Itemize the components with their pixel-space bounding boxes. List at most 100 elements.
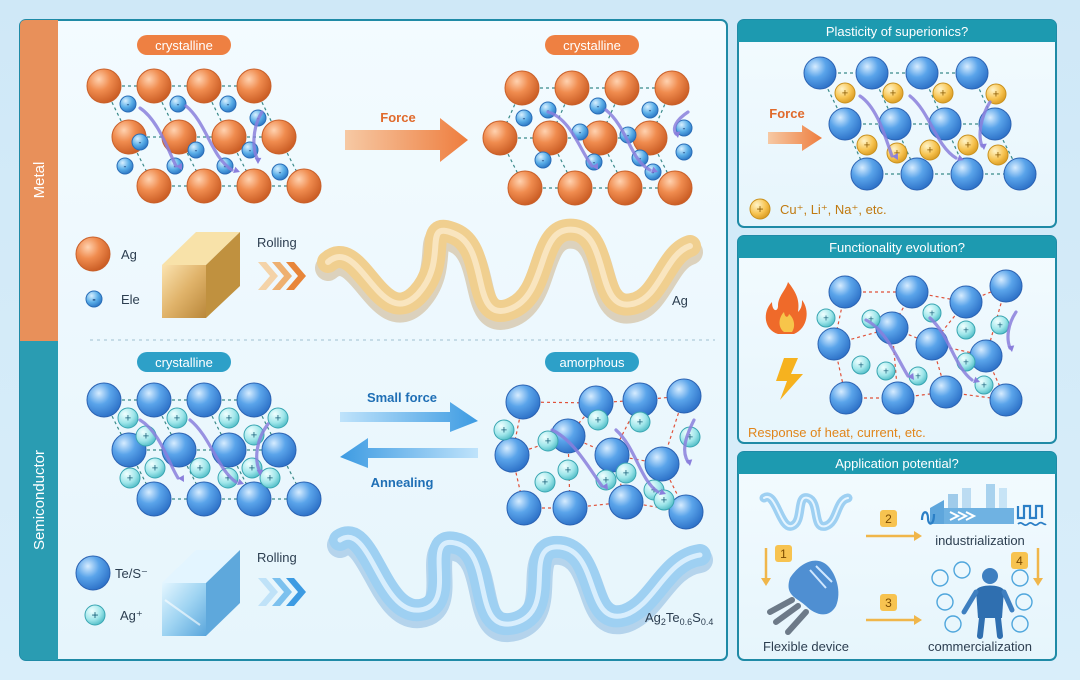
superionic-ion-sign: + — [993, 89, 999, 101]
ag-cation-sign: + — [267, 473, 273, 485]
commercialization-icon — [931, 561, 1033, 639]
ion-flow-arrow — [683, 418, 696, 464]
metal-atom — [186, 68, 222, 104]
electron-sign: - — [127, 100, 130, 110]
superionic-anion — [955, 56, 989, 90]
ion-flow-arrow — [858, 94, 894, 158]
ag-cation-sign: + — [637, 417, 643, 429]
electron — [119, 95, 137, 113]
ion-flow-arrowhead — [592, 163, 598, 170]
ag-cation — [259, 467, 281, 489]
ag-cation-sign: + — [251, 430, 257, 442]
ag-cation — [119, 467, 141, 489]
ag-cation-sign: + — [595, 415, 601, 427]
electron-sign: - — [542, 156, 545, 166]
flame-icon — [765, 282, 807, 334]
app-arrow-3 — [866, 615, 922, 625]
electron — [116, 157, 134, 175]
functional-cation-sign: + — [929, 309, 935, 320]
functional-anion — [895, 275, 929, 309]
ion-flow-arrow — [252, 110, 264, 162]
ag-cation — [493, 419, 515, 441]
metal-atom — [211, 119, 247, 155]
superionic-anion — [905, 56, 939, 90]
ag-cation — [653, 489, 675, 511]
ion-flow-arrow — [550, 428, 604, 488]
functionality-lattice: ++++++++++ — [816, 269, 1023, 417]
small-force-label: Small force — [367, 390, 437, 405]
ag-cation — [629, 411, 651, 433]
electron — [131, 133, 149, 151]
bond-line — [611, 399, 641, 456]
ag-cation — [189, 457, 211, 479]
ion-flow-arrowhead — [973, 376, 980, 384]
semi-anion — [506, 490, 542, 526]
ag-cation — [144, 457, 166, 479]
ion-flow-arrow — [604, 108, 652, 172]
electron-sign: - — [177, 100, 180, 110]
ag-cation — [537, 430, 559, 452]
superionic-anion — [828, 107, 862, 141]
superionic-ion — [957, 134, 979, 156]
functional-anion — [817, 327, 851, 361]
rolling-chevrons-blue — [258, 578, 306, 606]
semi-anion — [261, 432, 297, 468]
ion-flow-arrow — [188, 418, 238, 484]
metal-atom — [236, 68, 272, 104]
electron-sign: - — [249, 146, 252, 156]
functional-cation — [861, 309, 881, 329]
ion-flow-arrow — [184, 104, 234, 172]
electron — [271, 163, 289, 181]
legend-ag-atom — [75, 236, 111, 272]
ag-cation — [117, 407, 139, 429]
semi-anion — [494, 437, 530, 473]
ag-cation-sign: + — [603, 475, 609, 487]
svg-text:Ag2Te0.6S0.4: Ag2Te0.6S0.4 — [645, 610, 713, 627]
electron-sign: - — [639, 154, 642, 164]
lightning-icon — [776, 358, 803, 400]
app-arrow-4 — [1033, 548, 1043, 586]
semi-anion — [505, 384, 541, 420]
electron-sign: - — [649, 106, 652, 116]
svg-text:4: 4 — [1016, 554, 1023, 568]
metal-before-pill: crystalline — [137, 35, 231, 55]
electron-sign: - — [195, 146, 198, 156]
ion-flow-arrowhead — [601, 483, 608, 490]
metal-rolling-label: Rolling — [257, 235, 297, 250]
ag-cation-sign: + — [143, 431, 149, 443]
force-arrow: Force — [345, 110, 468, 162]
legend-cation — [84, 604, 106, 626]
metal-legend: Ag - Ele — [75, 236, 140, 308]
semi-rolling-label: Rolling — [257, 550, 297, 565]
blue-ribbon — [327, 526, 713, 643]
app-arrow-2 — [866, 531, 922, 541]
metal-crystalline-lattice: ----------- — [86, 68, 322, 204]
ag-cation-sign: + — [661, 495, 667, 507]
semi-anion — [211, 432, 247, 468]
semi-anion — [236, 481, 272, 517]
ag-cation — [534, 471, 556, 493]
ag2te-ribbon-label: Ag2Te0.6S0.4 — [645, 610, 713, 627]
semiconductor-tab — [20, 341, 58, 660]
superionic-anion — [855, 56, 889, 90]
flexible-device-label: Flexible device — [763, 639, 849, 654]
legend-ag-label: Ag — [121, 247, 137, 262]
plasticity-force-label: Force — [769, 106, 804, 121]
step-badge-2: 2 — [880, 510, 897, 527]
superionic-lattice: +++++++++ — [803, 56, 1037, 191]
superionic-ion-sign: + — [940, 88, 946, 100]
gold-ribbon — [315, 218, 703, 330]
step-badge-1: 1 — [775, 545, 792, 562]
semi-crystalline-lattice: ++++++++++++ — [86, 382, 322, 517]
semi-anion — [236, 382, 272, 418]
legend-electron — [85, 290, 103, 308]
ion-flow-arrowhead — [907, 373, 914, 380]
functionality-caption: Response of heat, current, etc. — [748, 425, 926, 440]
ion-flow-arrowhead — [237, 478, 244, 486]
superionic-ion — [834, 82, 856, 104]
ag-cation-sign: + — [542, 477, 548, 489]
superionic-ion — [932, 82, 954, 104]
functional-cation-sign: + — [823, 314, 829, 325]
industrialization-label: industrialization — [935, 533, 1025, 548]
